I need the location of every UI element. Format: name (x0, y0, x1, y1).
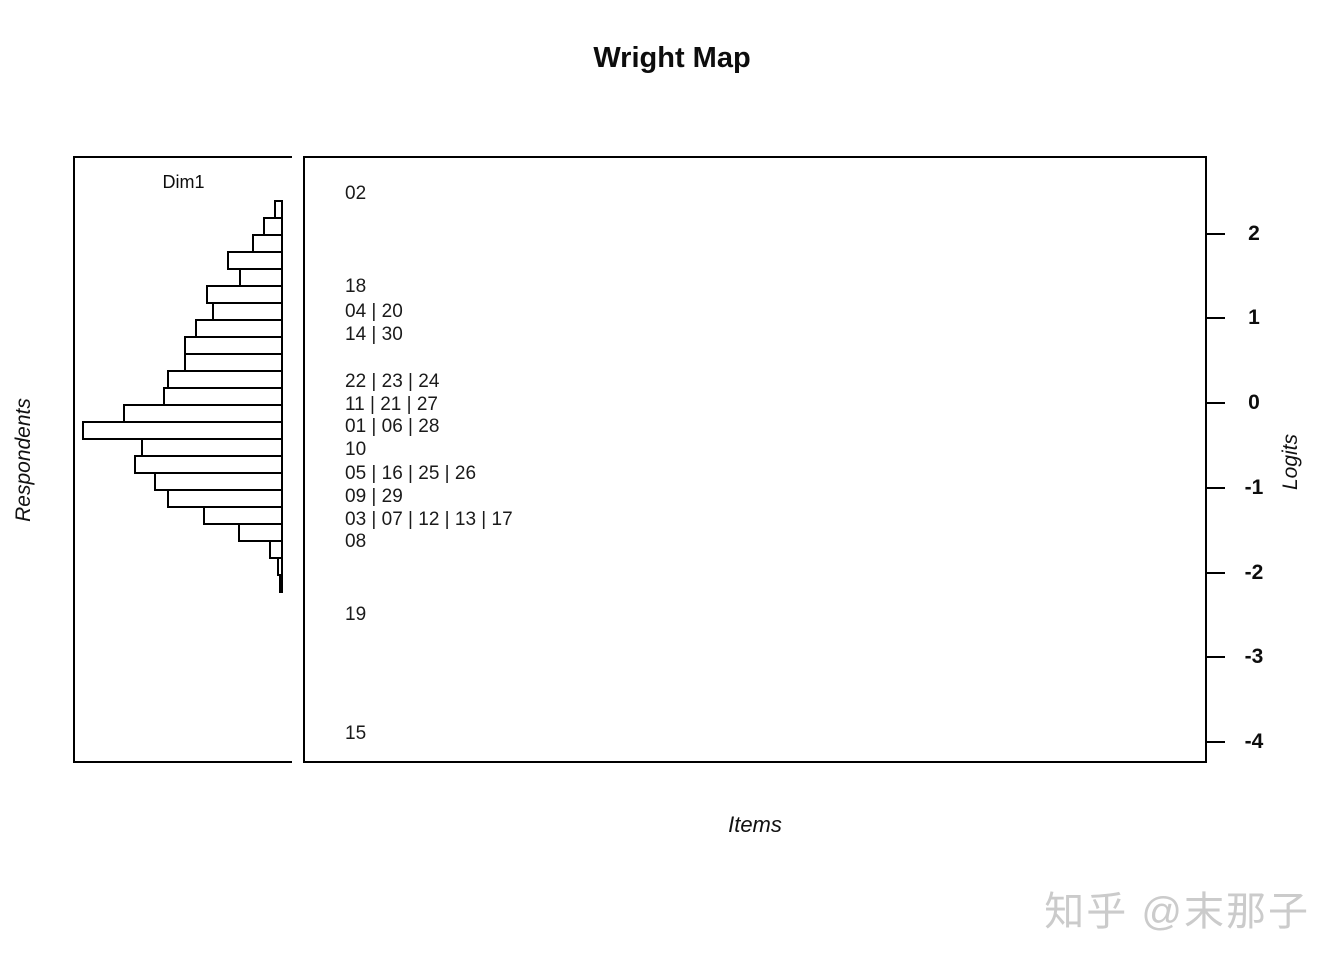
item-row: 09 | 29 (345, 486, 403, 507)
logits-axis-tick-label: 0 (1248, 391, 1260, 414)
item-row: 22 | 23 | 24 (345, 371, 440, 392)
dimension-label: Dim1 (162, 172, 205, 192)
item-row: 02 (345, 183, 367, 204)
logits-axis-tick-label: -3 (1244, 645, 1264, 668)
logits-axis-tick (1207, 233, 1225, 235)
logits-axis-tick-label: 2 (1248, 222, 1260, 245)
item-row: 04 | 20 (345, 301, 403, 322)
logits-axis-label: Logits (1279, 433, 1302, 491)
item-row: 08 (345, 531, 367, 552)
watermark: 知乎 @末那子 (1044, 890, 1310, 934)
item-row: 03 | 07 | 12 | 13 | 17 (345, 509, 513, 530)
item-row: 19 (345, 604, 367, 625)
respondents-histogram-panel: Dim1 (73, 156, 292, 763)
chart-title: Wright Map (593, 42, 751, 74)
item-row: 05 | 16 | 25 | 26 (345, 463, 477, 484)
logits-axis-tick (1207, 572, 1225, 574)
respondents-axis-label: Respondents (12, 398, 35, 522)
logits-axis-tick-label: -2 (1244, 561, 1264, 584)
item-row: 15 (345, 723, 367, 744)
item-row: 18 (345, 276, 367, 297)
logits-axis-tick (1207, 402, 1225, 404)
logits-axis-tick-label: -4 (1244, 730, 1264, 753)
histogram-bar (279, 574, 283, 593)
logits-axis-tick-label: -1 (1244, 476, 1264, 499)
item-row: 01 | 06 | 28 (345, 416, 440, 437)
item-row: 11 | 21 | 27 (345, 394, 438, 415)
item-row: 14 | 30 (345, 324, 403, 345)
histogram-bar (238, 523, 283, 542)
logits-axis-tick (1207, 656, 1225, 658)
logits-axis-tick (1207, 317, 1225, 319)
histogram-bar (269, 540, 283, 559)
logits-axis-tick (1207, 487, 1225, 489)
logits-axis-tick (1207, 741, 1225, 743)
items-axis-label: Items (728, 812, 782, 837)
item-row: 10 (345, 439, 367, 460)
logits-axis-tick-label: 1 (1248, 306, 1260, 329)
